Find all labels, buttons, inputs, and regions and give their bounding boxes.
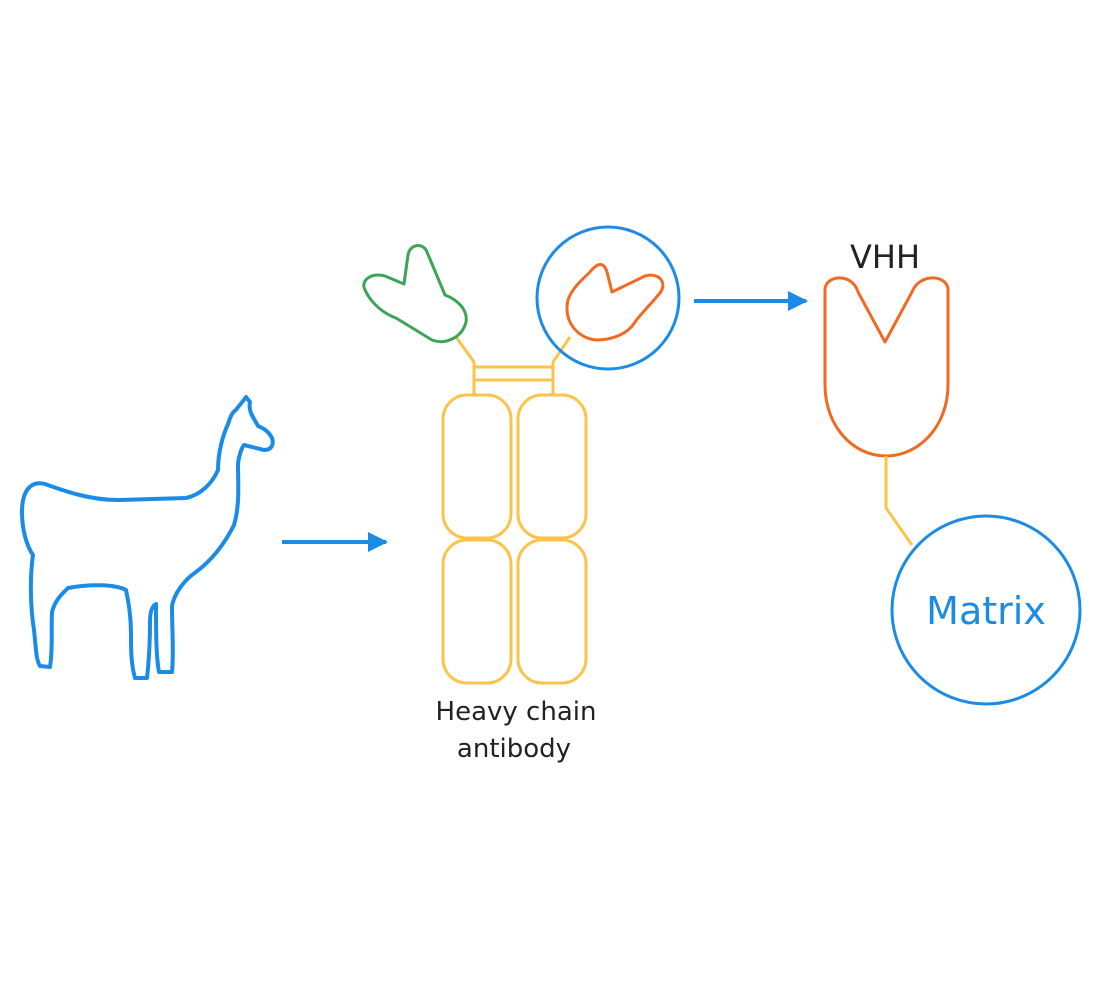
vhh-domain xyxy=(823,276,950,458)
left-lower-domain xyxy=(441,538,513,685)
green-variable-domain xyxy=(362,244,468,344)
heavy-chain-antibody xyxy=(362,225,681,685)
llama-icon xyxy=(20,395,275,680)
right-upper-domain xyxy=(516,393,588,540)
matrix-circle xyxy=(890,514,1082,706)
antibody-label: antibody xyxy=(457,734,571,764)
vhh-label: VHH xyxy=(850,238,920,276)
vhh-linker xyxy=(884,456,914,546)
matrix-label: Matrix xyxy=(926,589,1046,633)
vhh-highlight-circle xyxy=(535,225,681,371)
heavy-chain-label: Heavy chain xyxy=(436,697,597,727)
hinge-region xyxy=(454,336,572,395)
left-upper-domain xyxy=(441,393,513,540)
right-lower-domain xyxy=(516,538,588,685)
orange-variable-domain xyxy=(565,263,665,342)
